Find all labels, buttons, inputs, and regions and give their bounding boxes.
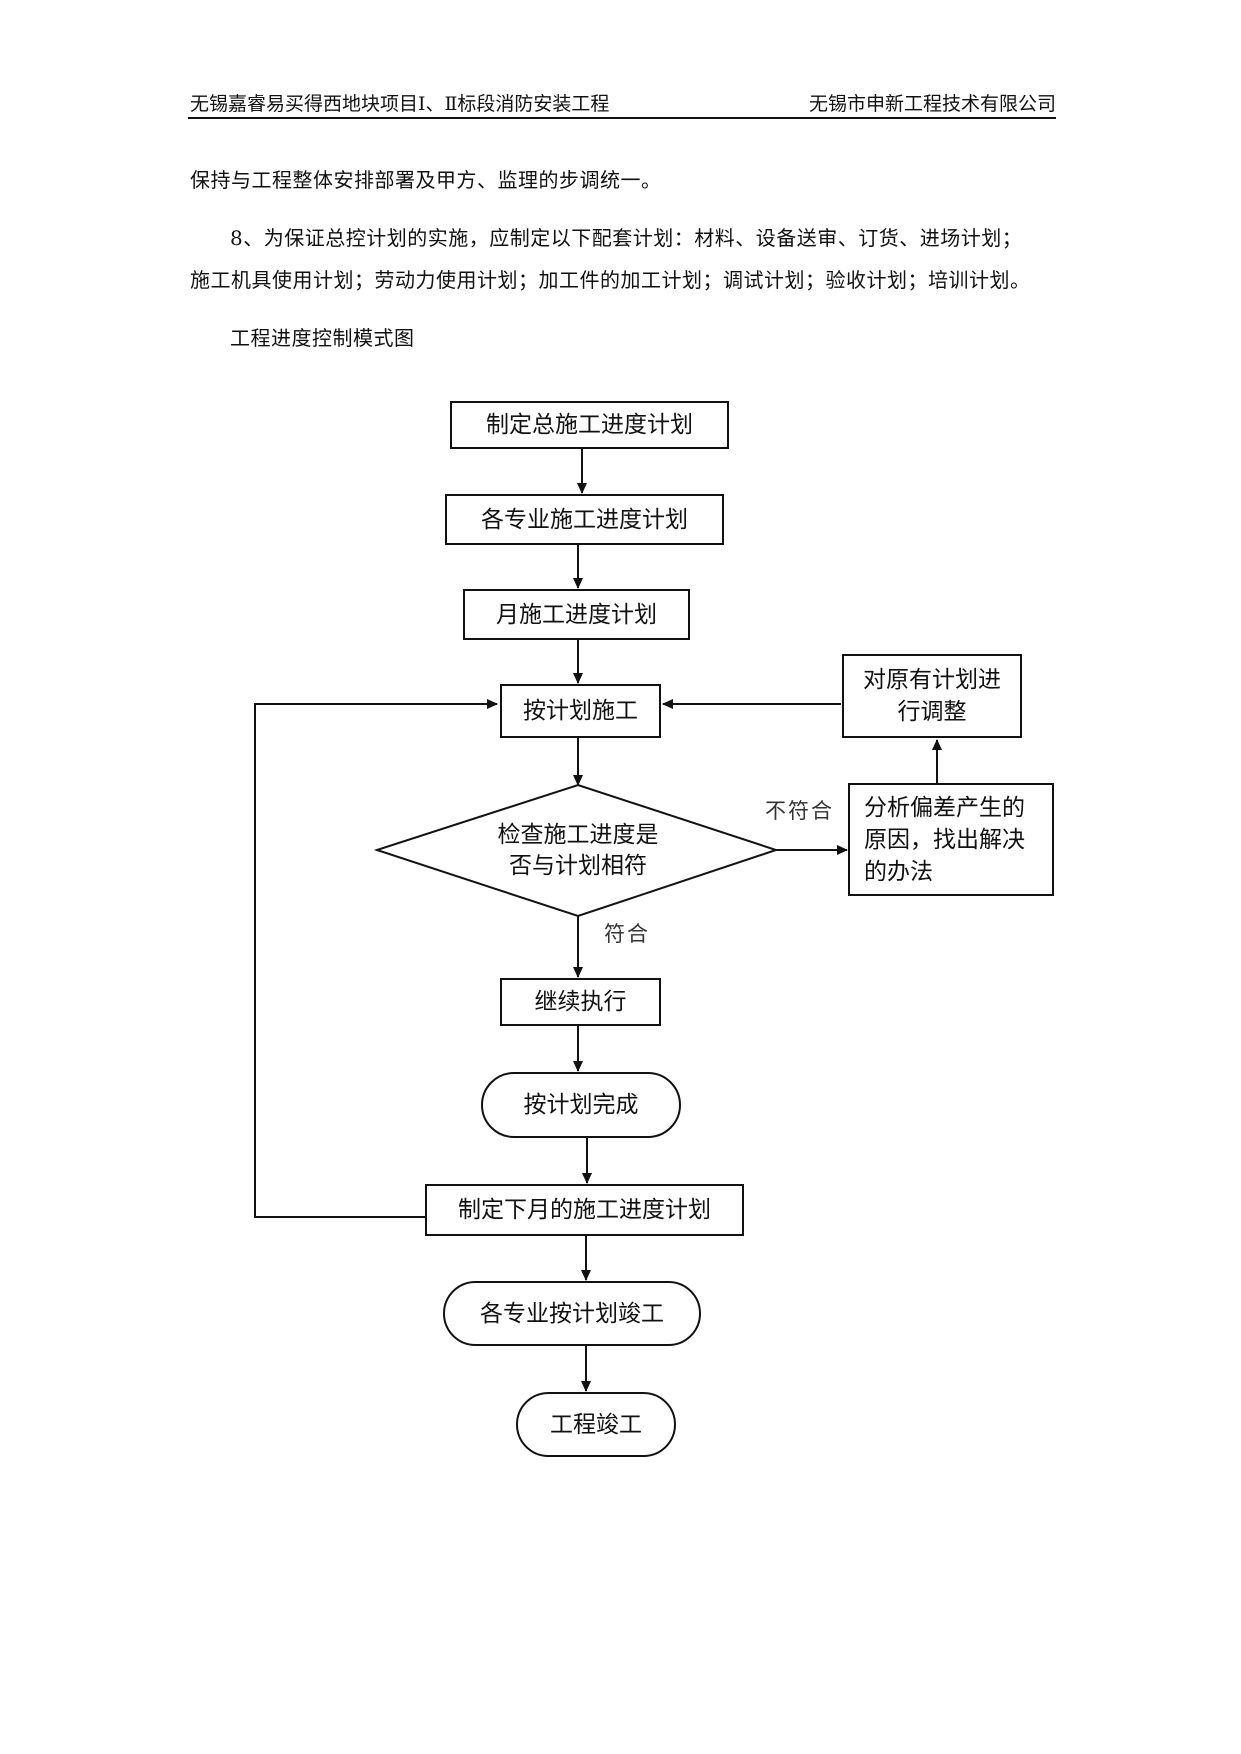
node-adjust-plan: 对原有计划进行调整 — [842, 654, 1022, 738]
header-project-title: 无锡嘉睿易买得西地块项目Ⅰ、Ⅱ标段消防安装工程 — [190, 93, 610, 115]
node-continue-execution: 继续执行 — [500, 978, 661, 1026]
body-paragraph-line: 8、为保证总控计划的实施，应制定以下配套计划：材料、设备送审、订货、进场计划； — [230, 226, 1023, 250]
decision-text-line: 否与计划相符 — [509, 853, 647, 879]
node-complete-per-plan: 按计划完成 — [481, 1072, 681, 1138]
node-execute-per-plan: 按计划施工 — [500, 684, 661, 738]
decision-check-progress: 检查施工进度是 否与计划相符 — [458, 820, 698, 882]
node-project-completion: 工程竣工 — [516, 1392, 676, 1457]
node-discipline-schedule: 各专业施工进度计划 — [445, 494, 724, 545]
decision-text-line: 检查施工进度是 — [497, 822, 659, 848]
node-discipline-completion: 各专业按计划竣工 — [443, 1281, 701, 1346]
node-analyze-deviation: 分析偏差产生的原因，找出解决的办法 — [848, 783, 1054, 896]
edge-label-match: 符合 — [604, 922, 650, 946]
arrow-loop-next-month-to-execute — [254, 699, 498, 1218]
figure-caption: 工程进度控制模式图 — [230, 326, 415, 350]
page-header: 无锡嘉睿易买得西地块项目Ⅰ、Ⅱ标段消防安装工程 无锡市申新工程技术有限公司 — [188, 87, 1056, 119]
edge-label-not-match: 不符合 — [765, 799, 834, 823]
node-master-schedule: 制定总施工进度计划 — [450, 401, 729, 449]
node-next-month-schedule: 制定下月的施工进度计划 — [425, 1184, 744, 1236]
body-paragraph-line: 保持与工程整体安排部署及甲方、监理的步调统一。 — [190, 168, 662, 192]
body-paragraph-line: 施工机具使用计划；劳动力使用计划；加工件的加工计划；调试计划；验收计划；培训计划… — [190, 268, 1031, 292]
header-company-name: 无锡市申新工程技术有限公司 — [808, 93, 1056, 115]
decision-diamond-shape — [373, 783, 780, 918]
node-monthly-schedule: 月施工进度计划 — [463, 589, 690, 640]
